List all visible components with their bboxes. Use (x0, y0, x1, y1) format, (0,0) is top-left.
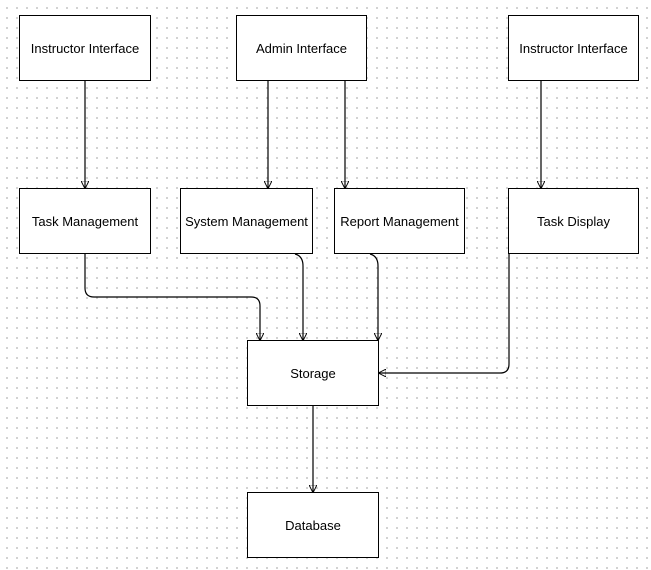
node-task-management: Task Management (19, 188, 151, 254)
node-storage: Storage (247, 340, 379, 406)
node-instructor-interface-left: Instructor Interface (19, 15, 151, 81)
node-report-management: Report Management (334, 188, 465, 254)
node-admin-interface: Admin Interface (236, 15, 367, 81)
edge-task-management-to-storage (84, 254, 260, 340)
node-task-display: Task Display (508, 188, 639, 254)
node-database: Database (247, 492, 379, 558)
edge-task-display-to-storage (379, 254, 510, 373)
edge-system-management-to-storage (294, 253, 303, 340)
node-instructor-interface-right: Instructor Interface (508, 15, 639, 81)
node-system-management: System Management (180, 188, 313, 254)
edge-report-management-to-storage (369, 253, 378, 340)
